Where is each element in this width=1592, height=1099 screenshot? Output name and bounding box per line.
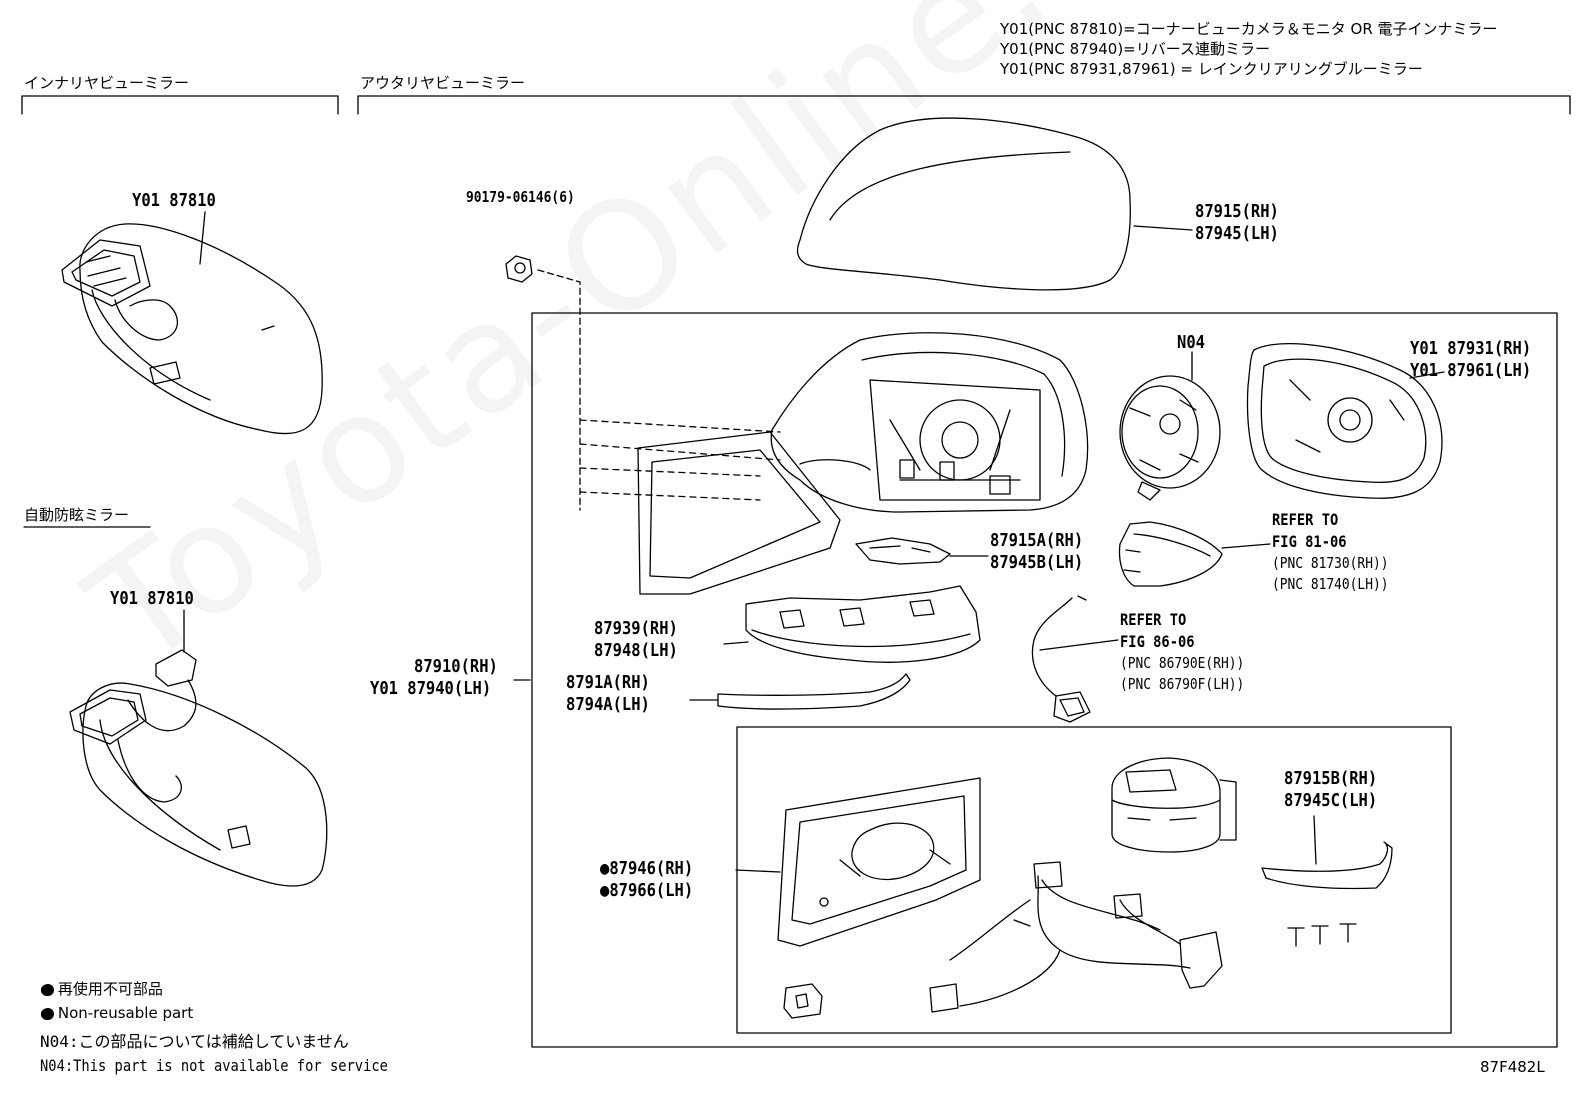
label-cover-a-lh: 87945B(LH) — [990, 552, 1084, 573]
wire-harness — [929, 861, 1223, 1013]
ref-86-line4: (PNC 86790F(LH)) — [1120, 675, 1245, 693]
figure-code: 87F482L — [1480, 1058, 1545, 1076]
motor-unit — [1111, 757, 1237, 853]
ref-81-line4: (PNC 81740(LH)) — [1272, 575, 1389, 593]
label-cover-b-lh: 87945C(LH) — [1284, 790, 1378, 811]
label-cover-rh: 87915(RH) — [1195, 201, 1279, 222]
ref-81-line3: (PNC 81730(RH)) — [1272, 554, 1389, 572]
inner-mirror-1 — [61, 223, 323, 435]
label-inner-mirror-2: Y01 87810 — [110, 588, 194, 609]
label-assy-rh: 87910(RH) — [414, 656, 498, 677]
section-outer: アウタリヤビューミラー — [360, 74, 526, 92]
label-cover-b-rh: 87915B(RH) — [1284, 768, 1378, 789]
cover-b — [1261, 815, 1393, 890]
label-cover-lh: 87945(LH) — [1195, 223, 1279, 244]
legend-nonreusable-jp: ● 再使用不可部品 — [40, 980, 163, 998]
ref-81-line2: FIG 81-06 — [1272, 532, 1347, 551]
label-lamp-rh: 87939(RH) — [594, 618, 678, 639]
section-auto: 自動防眩ミラー — [24, 506, 130, 524]
screws — [1287, 923, 1357, 947]
n04-actuator — [1119, 351, 1221, 501]
section-inner: インナリヤビューミラー — [24, 74, 190, 92]
ref-86-line3: (PNC 86790E(RH)) — [1120, 654, 1245, 672]
harness — [1031, 595, 1119, 723]
legend-n04-en: N04:This part is not available for servi… — [40, 1056, 388, 1075]
label-garnish-lh: 8794A(LH) — [566, 694, 650, 715]
ref-86-line2: FIG 86-06 — [1120, 632, 1195, 651]
label-nut: 90179-06146(6) — [466, 188, 575, 206]
section-brackets — [21, 95, 1571, 528]
inner-mirror-2 — [69, 609, 328, 887]
label-cover-a-rh: 87915A(RH) — [990, 530, 1084, 551]
label-glass-lh: Y01 87961(LH) — [1410, 360, 1532, 381]
header-note-3: Y01(PNC 87931,87961) = レインクリアリングブルーミラー — [1000, 60, 1423, 78]
mirror-body — [735, 777, 981, 947]
clip — [783, 983, 823, 1019]
mirror-glass-plate — [637, 431, 841, 595]
lamp-housing — [723, 585, 981, 663]
label-inner-mirror-1: Y01 87810 — [132, 190, 216, 211]
assembly-frame — [531, 312, 1558, 1048]
header-note-2: Y01(PNC 87940)=リバース連動ミラー — [1000, 40, 1270, 58]
mirror-glass — [1246, 342, 1445, 499]
legend-nonreusable-en: ● Non-reusable part — [40, 1004, 194, 1022]
label-glass-rh: Y01 87931(RH) — [1410, 338, 1532, 359]
label-body-lh: ●87966(LH) — [600, 880, 694, 901]
mirror-cover — [796, 117, 1193, 291]
label-n04: N04 — [1177, 332, 1205, 353]
mirror-housing — [770, 332, 1089, 513]
header-note-1: Y01(PNC 87810)=コーナービューカメラ＆モニタ OR 電子インナミラ… — [1000, 20, 1498, 38]
legend-n04-jp: N04:この部品については補給していません — [40, 1032, 349, 1051]
mounting-dashes — [579, 419, 781, 501]
label-body-rh: ●87946(RH) — [600, 858, 694, 879]
label-assy-lh: Y01 87940(LH) — [370, 678, 492, 699]
legend-dot-2 — [42, 1008, 54, 1020]
ref-81-line1: REFER TO — [1272, 510, 1339, 529]
nut — [505, 255, 581, 511]
turn-signal-lamp — [1118, 521, 1271, 587]
body-subassembly-frame — [736, 726, 1452, 1034]
ref-86-line1: REFER TO — [1120, 610, 1187, 629]
label-lamp-lh: 87948(LH) — [594, 640, 678, 661]
cover-a — [855, 537, 989, 565]
garnish — [689, 673, 911, 710]
legend-dot-1 — [42, 984, 54, 996]
label-garnish-rh: 8791A(RH) — [566, 672, 650, 693]
